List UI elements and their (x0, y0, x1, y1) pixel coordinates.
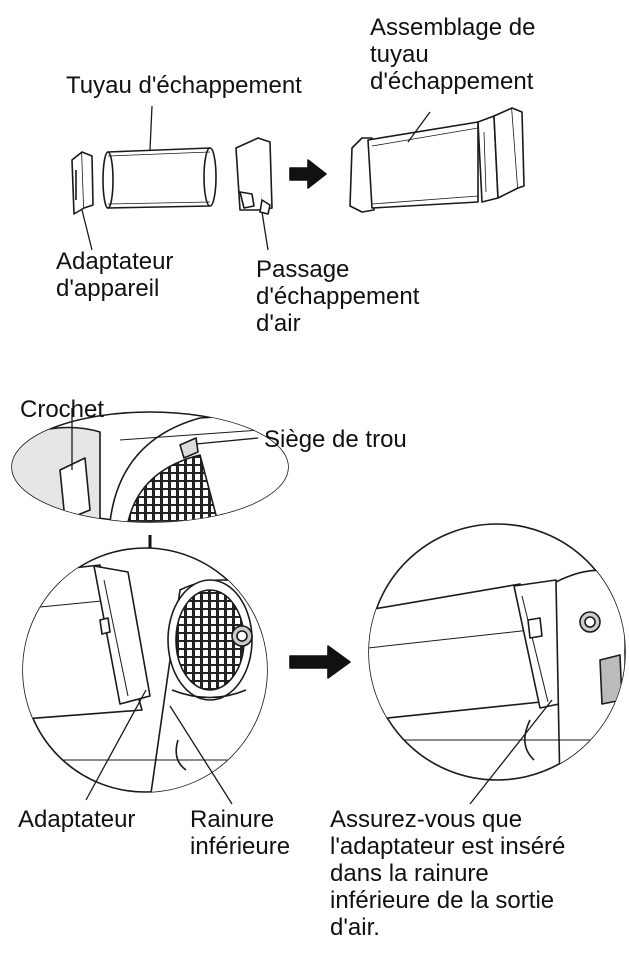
hook-label: Crochet (20, 396, 105, 423)
exhaust-pipe-assembly-label: Assemblage de tuyau d'échappement (370, 14, 535, 95)
air-exhaust-passage-label: Passage d'échappement d'air (256, 256, 419, 337)
right-arrow-icon (289, 159, 327, 189)
instruction-line-1: Assurez-vous que (330, 806, 523, 833)
lower-groove-line-1: Rainure (190, 806, 275, 833)
right-arrow-icon (289, 645, 351, 679)
air-exhaust-passage-part (235, 137, 273, 215)
exhaust-pipe-assembly-part (349, 107, 525, 213)
hole-seat-label: Siège de trou (264, 426, 407, 453)
lower-groove-label: Rainure inférieure (190, 806, 290, 860)
exhaust-pipe-assembly-line-2: tuyau (370, 41, 429, 68)
instruction-line-5: d'air. (330, 914, 380, 941)
device-adapter-line-2: d'appareil (56, 275, 160, 302)
air-exhaust-passage-line-2: d'échappement (256, 283, 420, 310)
adapter-label: Adaptateur (18, 806, 136, 833)
device-adapter-line-1: Adaptateur (56, 248, 174, 275)
adapter-inserted-view (368, 523, 626, 781)
instruction-line-3: dans la rainure (330, 860, 489, 887)
device-adapter-label: Adaptateur d'appareil (56, 248, 173, 302)
adapter-insertion-view (22, 547, 268, 793)
instruction-text: Assurez-vous que l'adaptateur est inséré… (330, 806, 565, 941)
exhaust-pipe-assembly-line-3: d'échappement (370, 68, 534, 95)
exhaust-pipe-label: Tuyau d'échappement (66, 72, 302, 99)
exhaust-pipe-part (102, 147, 217, 209)
lower-groove-line-2: inférieure (190, 833, 291, 860)
device-adapter-part (71, 151, 94, 215)
air-exhaust-passage-line-3: d'air (256, 310, 301, 337)
instruction-line-4: inférieure de la sortie (330, 887, 555, 914)
air-exhaust-passage-line-1: Passage (256, 256, 350, 283)
exhaust-pipe-assembly-line-1: Assemblage de (370, 14, 536, 41)
instruction-line-2: l'adaptateur est inséré (330, 833, 566, 860)
